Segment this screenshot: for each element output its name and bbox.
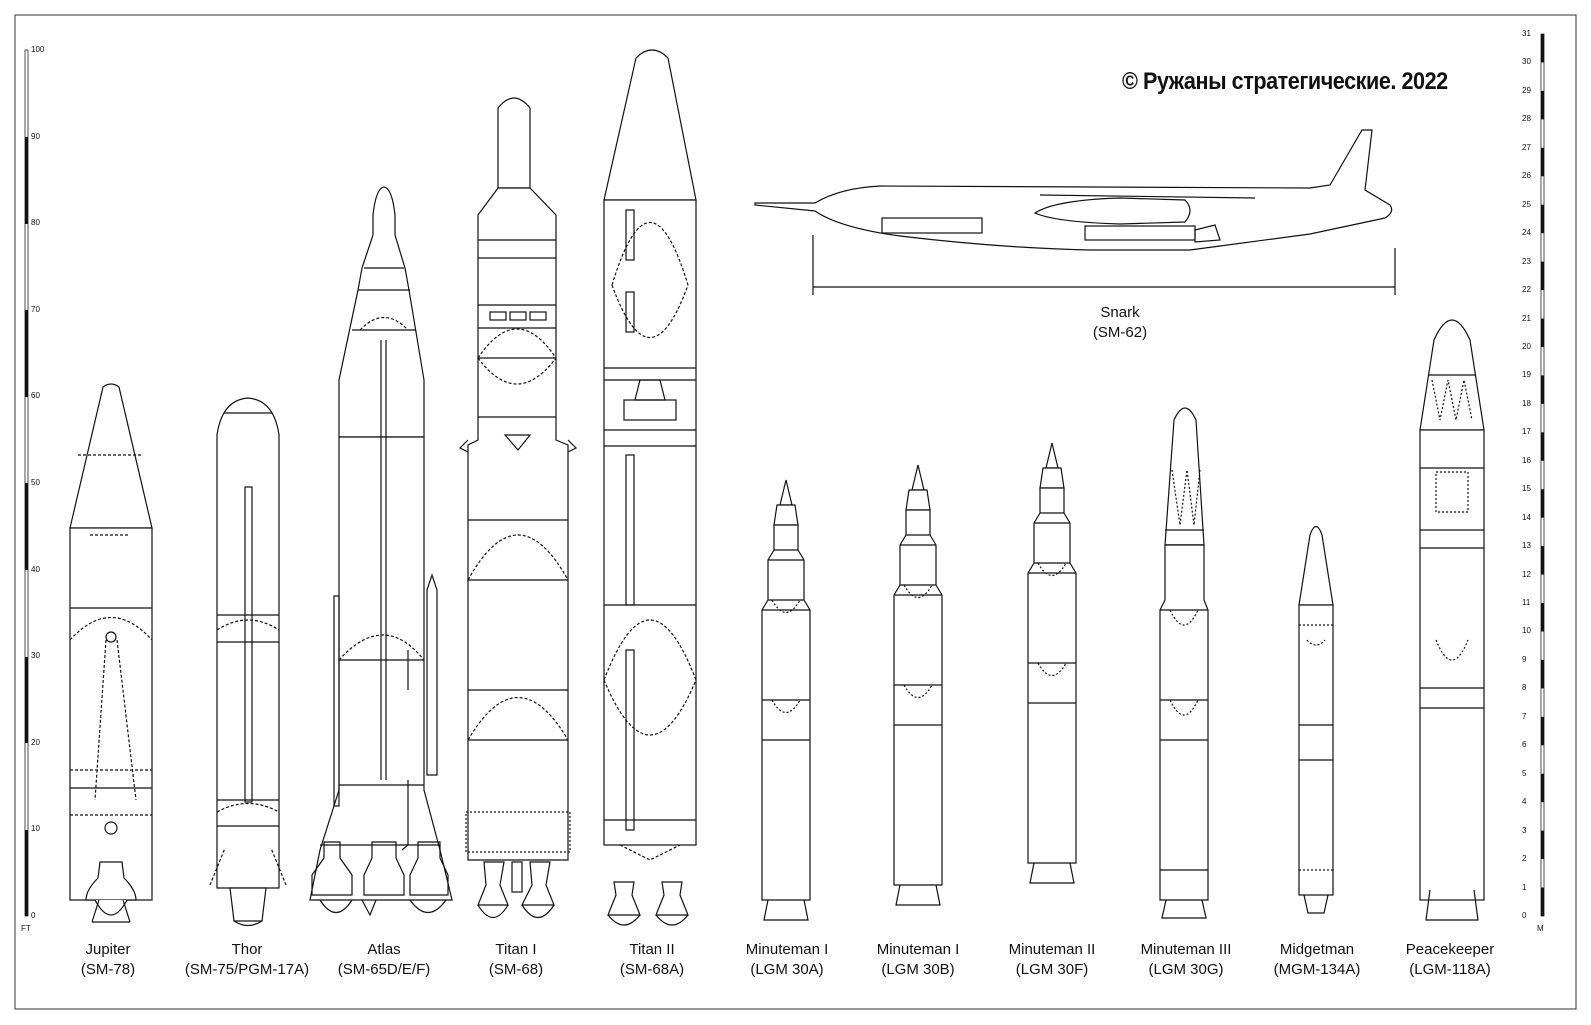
right-scale-tick: 23 xyxy=(1522,256,1531,266)
right-scale-tick: 10 xyxy=(1522,626,1531,636)
right-scale-tick: 13 xyxy=(1522,541,1531,551)
right-scale-tick: 8 xyxy=(1522,683,1527,693)
missile-designation: (LGM 30A) xyxy=(750,961,824,978)
right-scale-tick: 25 xyxy=(1522,199,1531,209)
minuteman-ib-drawing xyxy=(893,464,943,906)
missile-designation: (SM-78) xyxy=(80,961,136,978)
right-scale-tick: 11 xyxy=(1522,598,1531,608)
left-scale-bar xyxy=(24,49,29,917)
missile-label-atlas: Atlas (SM-65D/E/F) xyxy=(338,940,431,980)
right-scale-tick: 26 xyxy=(1522,171,1531,181)
right-scale-tick: 6 xyxy=(1522,740,1527,750)
missile-name: Minuteman I xyxy=(876,941,960,958)
missile-label-titan-i: Titan I (SM-68) xyxy=(489,940,543,980)
thor-drawing xyxy=(209,397,287,927)
right-scale-bar xyxy=(1540,33,1545,917)
right-scale-tick: 4 xyxy=(1522,797,1527,807)
atlas-drawing xyxy=(309,186,453,917)
missile-designation: (SM-75/PGM-17A) xyxy=(184,961,310,978)
right-scale-tick: 5 xyxy=(1522,768,1527,778)
outer-frame xyxy=(14,14,1577,1010)
left-scale-tick: 20 xyxy=(31,737,40,747)
right-scale-tick: 28 xyxy=(1522,114,1531,124)
right-scale-unit: M xyxy=(1537,924,1544,933)
right-scale-tick: 7 xyxy=(1522,711,1527,721)
left-scale-tick: 80 xyxy=(31,218,40,228)
snark-designation: (SM-62) xyxy=(1092,324,1148,341)
right-scale-tick: 12 xyxy=(1522,569,1531,579)
missile-label-jupiter: Jupiter (SM-78) xyxy=(81,940,135,980)
left-scale-tick: 60 xyxy=(31,391,40,401)
missile-name: Atlas xyxy=(367,941,401,958)
missile-label-minuteman-ib: Minuteman I (LGM 30B) xyxy=(877,940,960,980)
right-scale-tick: 18 xyxy=(1522,398,1531,408)
right-scale-tick: 17 xyxy=(1522,427,1531,437)
minuteman-ii-drawing xyxy=(1027,442,1077,884)
missile-name: Minuteman III xyxy=(1140,941,1232,958)
right-scale-tick: 30 xyxy=(1522,57,1531,67)
missile-name: Thor xyxy=(231,941,263,958)
right-scale-tick: 29 xyxy=(1522,85,1531,95)
missile-designation: (SM-68) xyxy=(488,961,544,978)
right-scale-tick: 15 xyxy=(1522,484,1531,494)
left-scale-tick: 100 xyxy=(31,45,45,54)
titan-i-drawing xyxy=(458,97,578,919)
missile-label-minuteman-ia: Minuteman I (LGM 30A) xyxy=(746,940,829,980)
minuteman-ia-drawing xyxy=(761,479,811,921)
missile-label-minuteman-ii: Minuteman II (LGM 30F) xyxy=(1009,940,1096,980)
missile-label-peacekeeper: Peacekeeper (LGM-118A) xyxy=(1406,940,1494,980)
right-scale-tick: 21 xyxy=(1522,313,1531,323)
titan-ii-drawing xyxy=(603,49,697,926)
right-scale-tick: 1 xyxy=(1522,882,1527,892)
left-scale-tick: 50 xyxy=(31,478,40,487)
jupiter-drawing xyxy=(69,383,153,923)
right-scale-tick: 22 xyxy=(1522,285,1531,295)
left-scale-tick: 0 xyxy=(31,911,36,920)
peacekeeper-drawing xyxy=(1419,319,1485,921)
missile-designation: (LGM 30B) xyxy=(881,961,955,978)
midgetman-drawing xyxy=(1298,525,1334,914)
missile-designation: (LGM 30G) xyxy=(1148,961,1224,978)
copyright-text: © Ружаны стратегические. 2022 xyxy=(1122,68,1448,95)
right-scale-tick: 31 xyxy=(1522,29,1531,38)
missile-name: Jupiter xyxy=(85,941,131,958)
right-scale-tick: 9 xyxy=(1522,654,1527,664)
left-scale-tick: 70 xyxy=(31,304,40,314)
right-scale-tick: 19 xyxy=(1522,370,1531,380)
right-scale-tick: 24 xyxy=(1522,228,1531,238)
missile-designation: (MGM-134A) xyxy=(1273,961,1361,978)
right-scale-tick: 3 xyxy=(1522,825,1527,835)
right-scale-tick: 14 xyxy=(1522,512,1531,522)
missile-name: Minuteman II xyxy=(1008,941,1096,958)
snark-label: Snark (SM-62) xyxy=(1093,303,1147,343)
snark-drawing xyxy=(754,129,1396,295)
missile-label-thor: Thor (SM-75/PGM-17A) xyxy=(185,940,309,980)
right-scale-tick: 2 xyxy=(1522,854,1527,864)
minuteman-iii-drawing xyxy=(1159,407,1209,919)
right-scale-tick: 16 xyxy=(1522,455,1531,465)
missile-name: Peacekeeper xyxy=(1405,941,1495,958)
left-scale-tick: 10 xyxy=(31,824,40,834)
missile-name: Midgetman xyxy=(1279,941,1355,958)
left-scale-tick: 30 xyxy=(31,651,40,661)
right-scale-tick: 20 xyxy=(1522,341,1531,351)
missile-designation: (LGM-118A) xyxy=(1409,961,1491,978)
missile-designation: (LGM 30F) xyxy=(1015,961,1089,978)
left-scale-unit: FT xyxy=(21,924,31,933)
right-scale-tick: 27 xyxy=(1522,142,1531,152)
missile-name: Minuteman I xyxy=(745,941,829,958)
missile-name: Titan I xyxy=(495,941,537,958)
missile-name: Titan II xyxy=(629,941,675,958)
missile-label-midgetman: Midgetman (MGM-134A) xyxy=(1274,940,1361,980)
left-scale-tick: 90 xyxy=(31,131,40,141)
missile-designation: (SM-68A) xyxy=(619,961,685,978)
left-scale-tick: 40 xyxy=(31,564,40,574)
snark-name: Snark xyxy=(1100,304,1140,321)
missile-designation: (SM-65D/E/F) xyxy=(337,961,431,978)
missile-label-minuteman-iii: Minuteman III (LGM 30G) xyxy=(1141,940,1232,980)
right-scale-tick: 0 xyxy=(1522,911,1527,920)
missile-label-titan-ii: Titan II (SM-68A) xyxy=(620,940,684,980)
